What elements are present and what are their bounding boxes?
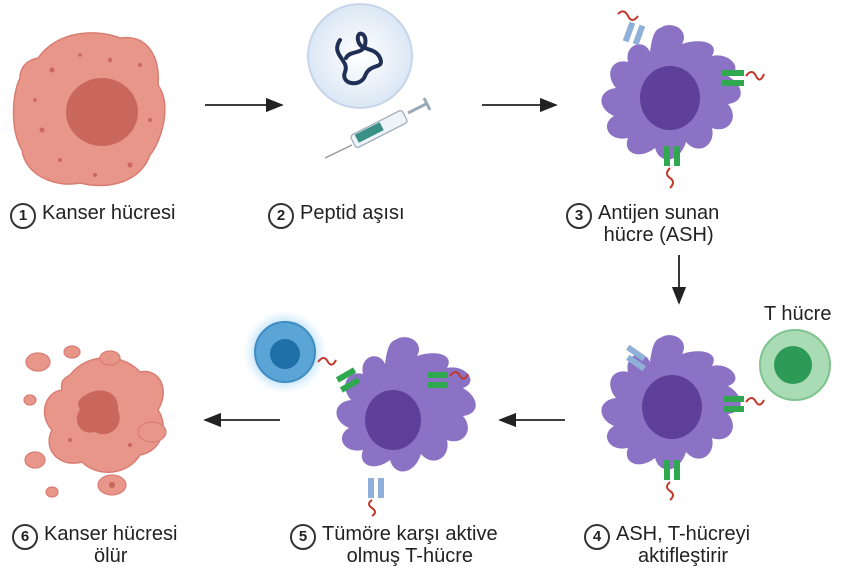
peptide-vaccine	[307, 3, 432, 159]
activated-t-cell	[243, 310, 327, 394]
step-2-label: 2 Peptid aşısı	[268, 202, 405, 229]
step-6-text-line1: Kanser hücresi	[44, 523, 178, 545]
step-1-number: 1	[10, 203, 36, 229]
step-4-number: 4	[584, 524, 610, 550]
syringe-icon	[324, 97, 432, 159]
step-5-text-line1: Tümöre karşı aktive	[322, 523, 498, 545]
receptor-green-icon-4b	[664, 460, 680, 501]
apc-with-t-cell	[317, 337, 476, 517]
step-5-label: 5 Tümöre karşı aktive olmuş T-hücre	[290, 523, 498, 567]
receptor-green-icon-2	[664, 146, 680, 189]
receptor-green-icon-5a	[317, 357, 361, 393]
step-5-number: 5	[290, 524, 316, 550]
apc-activating-t-cell	[601, 335, 765, 501]
step-3-text-line2: hücre (ASH)	[603, 224, 714, 246]
t-cell-label: T hücre	[764, 303, 832, 325]
receptor-blue-icon-5	[368, 478, 384, 517]
step-3-number: 3	[566, 203, 592, 229]
cancer-cell	[12, 32, 166, 187]
step-6-text-line2: ölür	[94, 545, 128, 567]
step-3-label: 3 Antijen sunan hücre (ASH)	[566, 202, 719, 246]
step-4-text-line2: aktifleştirir	[638, 545, 729, 567]
step-1-text: Kanser hücresi	[42, 202, 176, 224]
step-4-text-line1: ASH, T-hücreyi	[616, 523, 751, 545]
t-cell	[759, 329, 831, 401]
step-6-label: 6 Kanser hücresi ölür	[12, 523, 177, 567]
step-3-text-line1: Antijen sunan	[598, 202, 720, 224]
step-4-label: 4 ASH, T-hücreyi aktifleştirir	[584, 523, 750, 567]
receptor-blue-icon	[617, 10, 646, 46]
step-5-text-line2: olmuş T-hücre	[346, 545, 473, 567]
receptor-green-icon-4a	[724, 396, 765, 412]
dying-cancer-cell	[23, 345, 167, 498]
receptor-green-icon-5b	[428, 371, 469, 388]
antigen-presenting-cell	[601, 10, 765, 189]
step-2-text: Peptid aşısı	[300, 202, 405, 224]
receptor-blue-icon-4	[626, 344, 646, 372]
step-1-label: 1 Kanser hücresi	[10, 202, 175, 229]
step-6-number: 6	[12, 524, 38, 550]
step-2-number: 2	[268, 203, 294, 229]
receptor-green-icon	[722, 70, 765, 86]
